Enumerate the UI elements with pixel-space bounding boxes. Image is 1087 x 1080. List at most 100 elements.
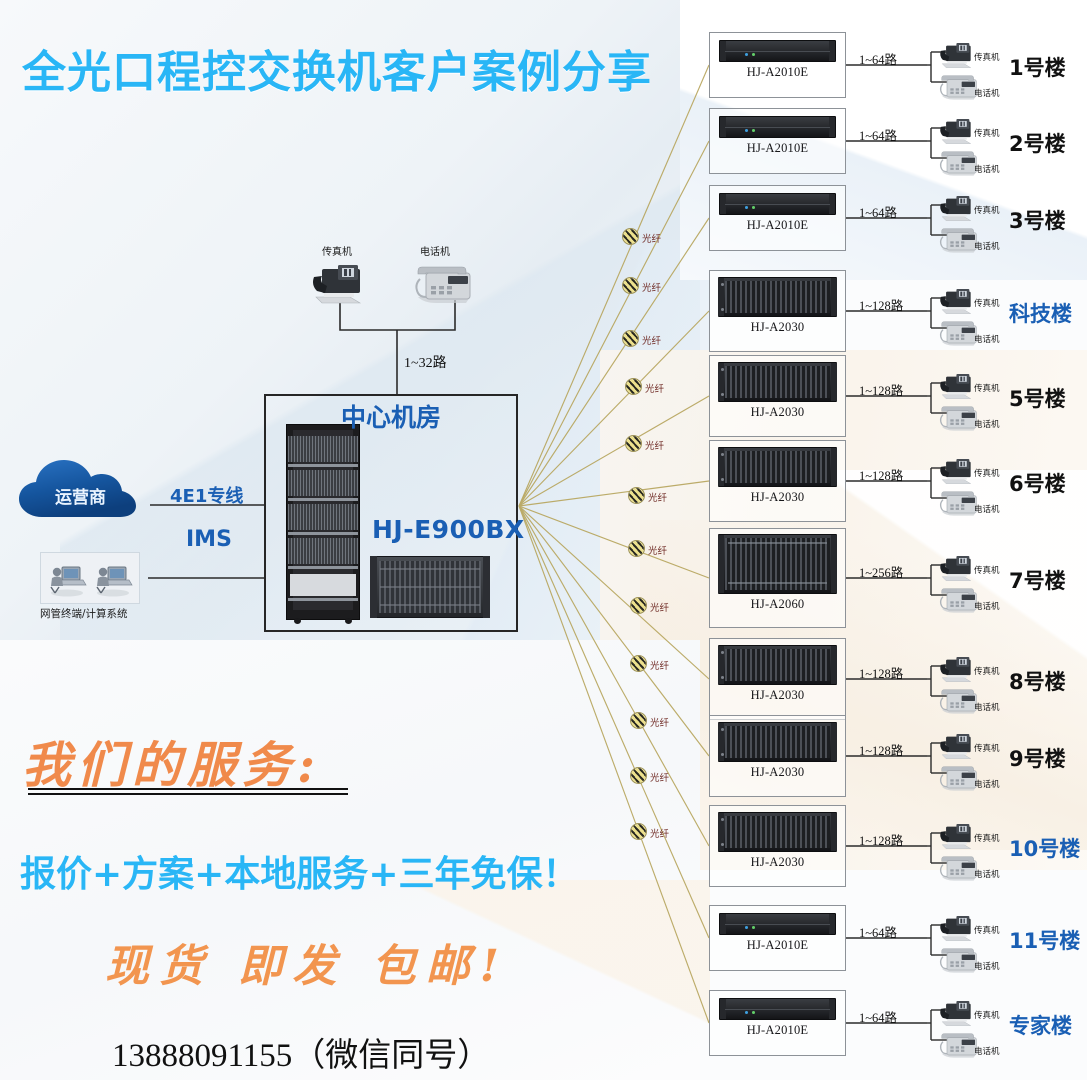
channel-capacity-label: 1~256路	[859, 566, 904, 580]
device-box[interactable]: HJ-A2010E	[709, 185, 846, 251]
promo-services: 报价+方案+本地服务+三年免保！	[20, 854, 579, 895]
central-endpoints: 传真机 电话机	[300, 243, 510, 353]
device-unit-1u	[719, 913, 836, 935]
device-model-label: HJ-A2010E	[746, 218, 809, 232]
device-box[interactable]: HJ-A2010E	[709, 108, 846, 174]
channel-capacity-label: 1~128路	[859, 469, 904, 483]
fax-machine-icon	[940, 1001, 972, 1026]
device-box[interactable]: HJ-A2030	[709, 355, 846, 437]
device-box[interactable]: HJ-A2030	[709, 270, 846, 352]
fax-machine-icon	[313, 265, 362, 304]
branch-row: HJ-A2030 1~128路 传真机 电话机 科技楼	[709, 270, 1087, 352]
telephone-icon	[939, 491, 977, 516]
fiber-icon	[630, 767, 647, 784]
cloud-label: 运营商	[55, 488, 106, 508]
channel-capacity-label: 1~128路	[859, 667, 904, 681]
device-unit-3u	[718, 722, 837, 762]
device-model-label: HJ-A2010E	[746, 65, 809, 79]
device-box[interactable]: HJ-A2030	[709, 805, 846, 887]
branch-row: HJ-A2030 1~128路 传真机 电话机 9号楼	[709, 715, 1087, 797]
telephone-icon	[939, 948, 977, 973]
promo-shipping: 现货 即发 包邮!	[105, 941, 509, 992]
device-box[interactable]: HJ-A2030	[709, 715, 846, 797]
building-label: 6号楼	[1009, 472, 1066, 496]
phone-caption: 电话机	[974, 505, 1000, 515]
fiber-icon	[625, 435, 642, 452]
link-label-ims: IMS	[186, 527, 232, 552]
endpoint-phone	[935, 1027, 983, 1068]
fiber-label: 光纤	[650, 829, 670, 840]
device-unit-1u	[719, 998, 836, 1020]
nms-terminal-group: 网管终端/计算系统	[40, 552, 148, 621]
phone-caption: 电话机	[974, 335, 1000, 345]
branch-row: HJ-A2010E 1~64路 传真机 电话机 3号楼	[709, 185, 1087, 253]
endpoint-fax	[937, 192, 981, 231]
channel-capacity-label: 1~64路	[859, 926, 898, 940]
fax-machine-icon	[940, 43, 972, 68]
endpoint-phone	[935, 315, 983, 356]
telephone-icon	[939, 151, 977, 176]
endpoint-fax	[937, 115, 981, 154]
fiber-icon	[630, 655, 647, 672]
phone-caption: 电话机	[974, 89, 1000, 99]
fax-machine-icon	[940, 824, 972, 849]
operator-cloud: 运营商	[8, 455, 153, 527]
device-box[interactable]: HJ-A2010E	[709, 905, 846, 971]
device-unit-1u	[719, 40, 836, 62]
telephone-icon	[939, 75, 977, 100]
nms-icon-box	[40, 552, 140, 604]
telephone-icon	[415, 266, 471, 303]
telephone-icon	[939, 228, 977, 253]
building-label: 专家楼	[1009, 1014, 1072, 1038]
device-box[interactable]: HJ-A2030	[709, 638, 846, 720]
fiber-icon	[630, 823, 647, 840]
phone-caption: 电话机	[974, 962, 1000, 972]
endpoint-fax	[937, 552, 981, 591]
endpoint-phone	[935, 400, 983, 441]
central-equipment-room-box	[264, 394, 518, 632]
channel-capacity-label: 1~64路	[859, 129, 898, 143]
channel-capacity-label: 1~128路	[859, 299, 904, 313]
branch-row: HJ-A2010E 1~64路 传真机 电话机 2号楼	[709, 108, 1087, 176]
device-box[interactable]: HJ-A2030	[709, 440, 846, 522]
fiber-label: 光纤	[642, 336, 662, 347]
fiber-label: 光纤	[642, 283, 662, 294]
fax-caption: 传真机	[974, 667, 1000, 677]
device-unit-3u	[718, 447, 837, 487]
telephone-icon	[939, 1033, 977, 1058]
device-box[interactable]: HJ-A2010E	[709, 32, 846, 98]
endpoint-fax	[937, 39, 981, 78]
telephone-icon	[939, 766, 977, 791]
phone-caption: 电话机	[974, 242, 1000, 252]
branch-row: HJ-A2010E 1~64路 传真机 电话机 11号楼	[709, 905, 1087, 973]
contact-phone: 13888091155（微信同号）	[112, 1038, 491, 1074]
building-label: 科技楼	[1009, 302, 1072, 326]
endpoint-phone	[935, 485, 983, 526]
building-label: 5号楼	[1009, 387, 1066, 411]
fiber-label: 光纤	[650, 661, 670, 672]
fax-caption: 传真机	[974, 566, 1000, 576]
fax-machine-icon	[940, 734, 972, 759]
endpoint-phone	[935, 683, 983, 724]
branch-row: HJ-A2010E 1~64路 传真机 电话机 1号楼	[709, 32, 1087, 100]
device-unit-1u	[719, 116, 836, 138]
fax-machine-icon	[940, 374, 972, 399]
channel-capacity-label: 1~128路	[859, 834, 904, 848]
fiber-label: 光纤	[650, 773, 670, 784]
endpoint-fax	[937, 370, 981, 409]
fax-caption: 传真机	[322, 247, 352, 258]
cloud-icon	[19, 460, 136, 517]
promo-divider	[28, 788, 348, 795]
page-title: 全光口程控交换机客户案例分享	[22, 47, 652, 98]
endpoint-phone	[935, 69, 983, 110]
fiber-icon	[622, 228, 639, 245]
computer-icon	[96, 566, 133, 597]
fax-caption: 传真机	[974, 834, 1000, 844]
building-label: 3号楼	[1009, 209, 1066, 233]
device-model-label: HJ-A2030	[750, 490, 805, 504]
device-box[interactable]: HJ-A2010E	[709, 990, 846, 1056]
device-box[interactable]: HJ-A2060	[709, 528, 846, 628]
endpoint-fax	[937, 455, 981, 494]
phone-caption: 电话机	[974, 420, 1000, 430]
device-unit-3u	[718, 645, 837, 685]
